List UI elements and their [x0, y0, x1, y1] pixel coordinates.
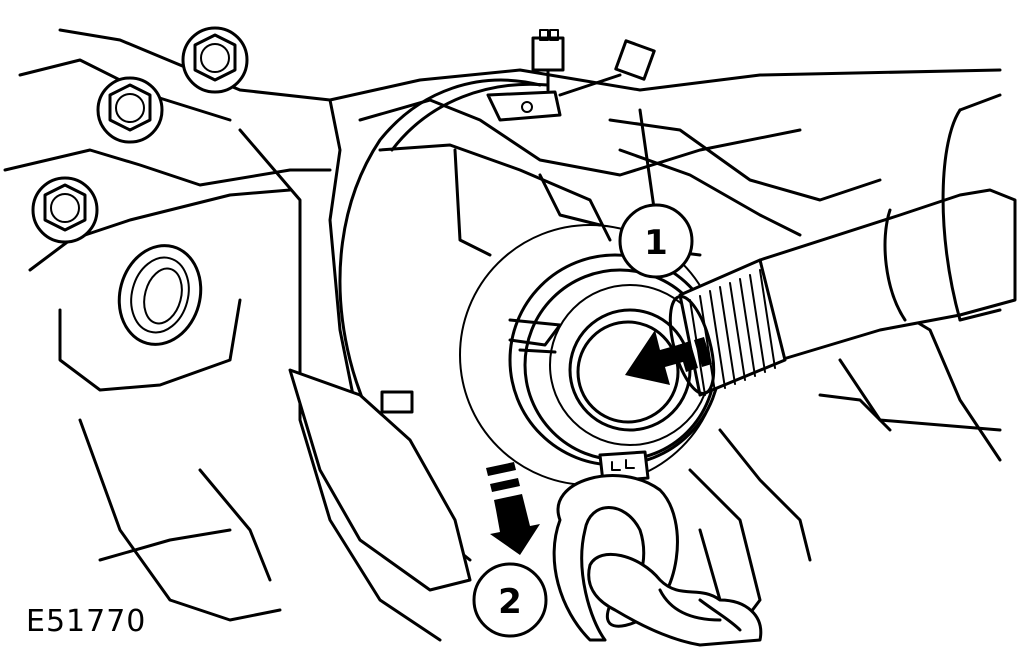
- callout-1-number: 1: [644, 223, 668, 263]
- drive-shaft: [668, 93, 1017, 397]
- callout-2-number: 2: [498, 582, 522, 622]
- callout-1: 1: [618, 203, 694, 279]
- housing-outline: [3, 28, 1002, 642]
- hand: [587, 552, 763, 647]
- housing-bolt: [96, 76, 164, 144]
- arrow-insert-direction: [625, 330, 712, 385]
- shield-plate: [288, 368, 472, 592]
- arrow-removal-direction: [486, 462, 540, 555]
- mounting-bracket: [486, 90, 562, 122]
- housing-bolt: [31, 176, 99, 244]
- housing-port: [117, 244, 203, 346]
- figure-id-label: E51770: [26, 604, 147, 639]
- callout-2: 2: [472, 562, 548, 638]
- housing-bolt: [181, 26, 249, 94]
